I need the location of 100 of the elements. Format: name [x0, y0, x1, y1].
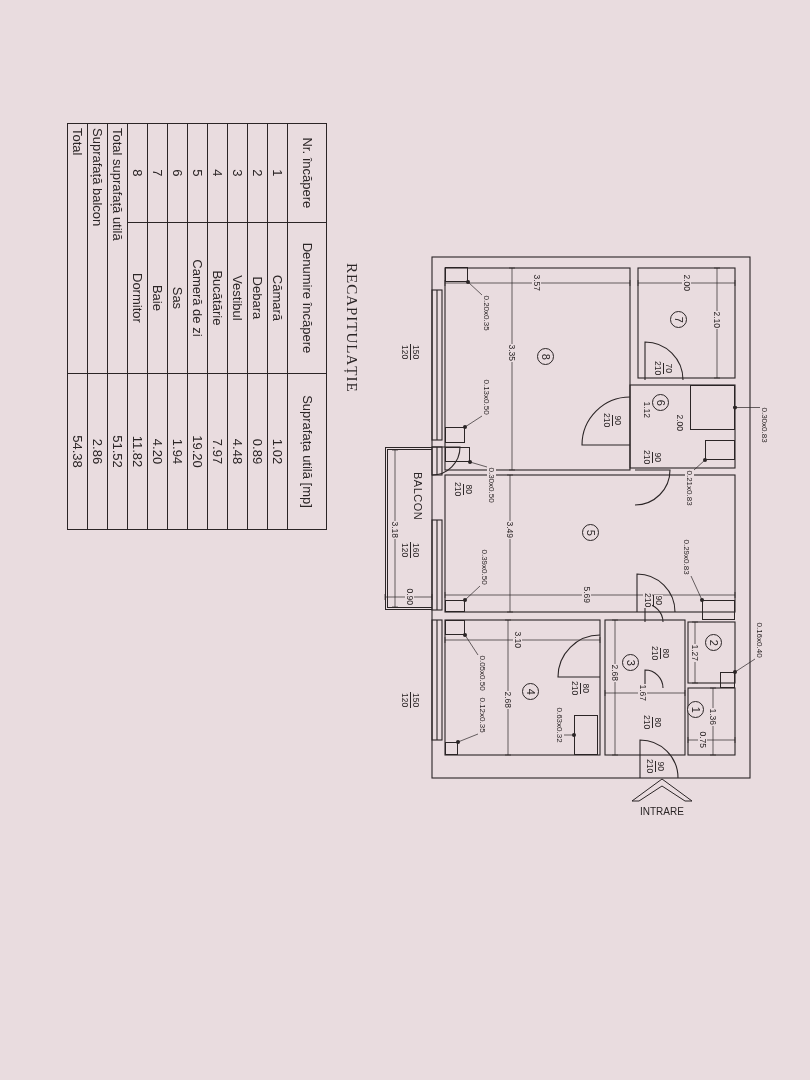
- entrance-label: INTRARE: [639, 806, 685, 816]
- table-cell: Baie: [147, 222, 168, 374]
- dimension-value: 3.49: [505, 520, 515, 540]
- opening-size-label: 0.39x0.50: [480, 548, 490, 586]
- opening-size-label: 0.05x0.50: [478, 654, 488, 692]
- room-number: 1: [686, 701, 704, 719]
- dimension-value: 1.67: [638, 683, 648, 703]
- room-number: 2: [704, 634, 722, 652]
- room-number: 3: [621, 654, 639, 672]
- opening-size-label: 0.30x0.50: [487, 466, 497, 504]
- dimension-value: 1.27: [690, 643, 700, 663]
- column-header: Nr. încăpere: [287, 123, 327, 223]
- dimension-value: 3.18: [390, 520, 400, 540]
- door-size: 210: [570, 680, 580, 697]
- wall-niche: [445, 742, 458, 755]
- window-size: 150: [410, 692, 420, 709]
- wall-niche: [445, 600, 465, 612]
- table-cell: Sas: [167, 222, 188, 374]
- table-cell: Total suprafață utilă: [107, 123, 128, 374]
- table-cell: 6: [167, 123, 188, 223]
- opening-size-label: 0.63x0.32: [555, 706, 565, 744]
- dimension-value: 3.57: [532, 273, 542, 293]
- table-cell: 0.89: [247, 373, 268, 530]
- door-size: 210: [645, 758, 655, 775]
- table-cell: 51.52: [107, 373, 128, 530]
- wall-niche: [445, 427, 465, 443]
- wall-niche: [445, 447, 470, 462]
- opening-size-label: 0.21x0.83: [685, 469, 695, 507]
- dimension-value: 2.68: [610, 663, 620, 683]
- table-cell: 19.20: [187, 373, 208, 530]
- column-header: Denumire încăpere: [287, 222, 327, 374]
- table-cell: Debara: [247, 222, 268, 374]
- door-size: 210: [653, 360, 663, 377]
- dimension-value: 0.75: [698, 730, 708, 750]
- door-size: 210: [453, 481, 463, 498]
- opening-size-label: 0.30x0.83: [760, 406, 770, 444]
- door-size: 80: [652, 716, 662, 728]
- door-size: 210: [642, 714, 652, 731]
- table-cell: 4.20: [147, 373, 168, 530]
- table-cell: 2: [247, 123, 268, 223]
- table-cell: 2.86: [87, 373, 108, 530]
- window-size: 120: [400, 692, 410, 709]
- dimension-value: 3.10: [513, 630, 523, 650]
- wall-niche: [445, 620, 465, 635]
- table-cell: 1.94: [167, 373, 188, 530]
- window-size: 150: [410, 344, 420, 361]
- table-cell: 3: [227, 123, 248, 223]
- table-cell: 8: [127, 123, 148, 223]
- table-cell: 7.97: [207, 373, 228, 530]
- wall-niche: [445, 267, 468, 282]
- wall-niche: [720, 672, 735, 688]
- table-cell: 5: [187, 123, 208, 223]
- dimension-value: 2.00: [682, 273, 692, 293]
- wall-niche: [690, 385, 735, 430]
- door-size: 210: [602, 412, 612, 429]
- table-cell: Cameră de zi: [187, 222, 208, 374]
- door-size: 210: [650, 645, 660, 662]
- room-number: 6: [651, 394, 669, 412]
- table-cell: Total: [67, 123, 88, 374]
- table-cell: 7: [147, 123, 168, 223]
- door-size: 70: [663, 362, 673, 374]
- wall-niche: [702, 600, 735, 620]
- table-cell: Cămară: [267, 222, 288, 374]
- door-size: 210: [643, 592, 653, 609]
- wall-niche: [705, 440, 735, 460]
- table-cell: Bucătărie: [207, 222, 228, 374]
- table-cell: 11.82: [127, 373, 148, 530]
- opening-size-label: 0.29x0.83: [682, 538, 692, 576]
- room-number: 4: [521, 683, 539, 701]
- dimension-value: 1.36: [708, 707, 718, 727]
- table-cell: Suprafață balcon: [87, 123, 108, 374]
- opening-size-label: 0.20x0.35: [482, 294, 492, 332]
- table-cell: Dormitor: [127, 222, 148, 374]
- window-size: 160: [410, 542, 420, 559]
- opening-size-label: 0.13x0.50: [482, 378, 492, 416]
- table-cell: 1.02: [267, 373, 288, 530]
- dimension-value: 5.69: [582, 585, 592, 605]
- wall-niche: [574, 715, 598, 755]
- opening-size-label: 0.16x0.40: [755, 621, 765, 659]
- opening-size-label: 0.12x0.35: [478, 696, 488, 734]
- table-cell: 4.48: [227, 373, 248, 530]
- room-number: 5: [581, 524, 599, 542]
- column-header: Suprafața utilă [mp]: [287, 373, 327, 530]
- table-cell: 4: [207, 123, 228, 223]
- door-size: 90: [655, 760, 665, 772]
- door-size: 210: [642, 449, 652, 466]
- table-cell: 1: [267, 123, 288, 223]
- dimension-value: 2.68: [503, 690, 513, 710]
- dimension-value: 2.00: [675, 413, 685, 433]
- section-title: RECAPITULAȚIE: [343, 263, 361, 393]
- door-size: 80: [660, 647, 670, 659]
- door-size: 90: [652, 451, 662, 463]
- table-cell: Vestibul: [227, 222, 248, 374]
- door-size: 80: [463, 483, 473, 495]
- dimension-value: 1.12: [642, 400, 652, 420]
- door-size: 90: [653, 594, 663, 606]
- door-size: 80: [580, 682, 590, 694]
- dimension-value: 0.90: [405, 587, 415, 607]
- room-number: 8: [536, 348, 554, 366]
- window-size: 120: [400, 542, 410, 559]
